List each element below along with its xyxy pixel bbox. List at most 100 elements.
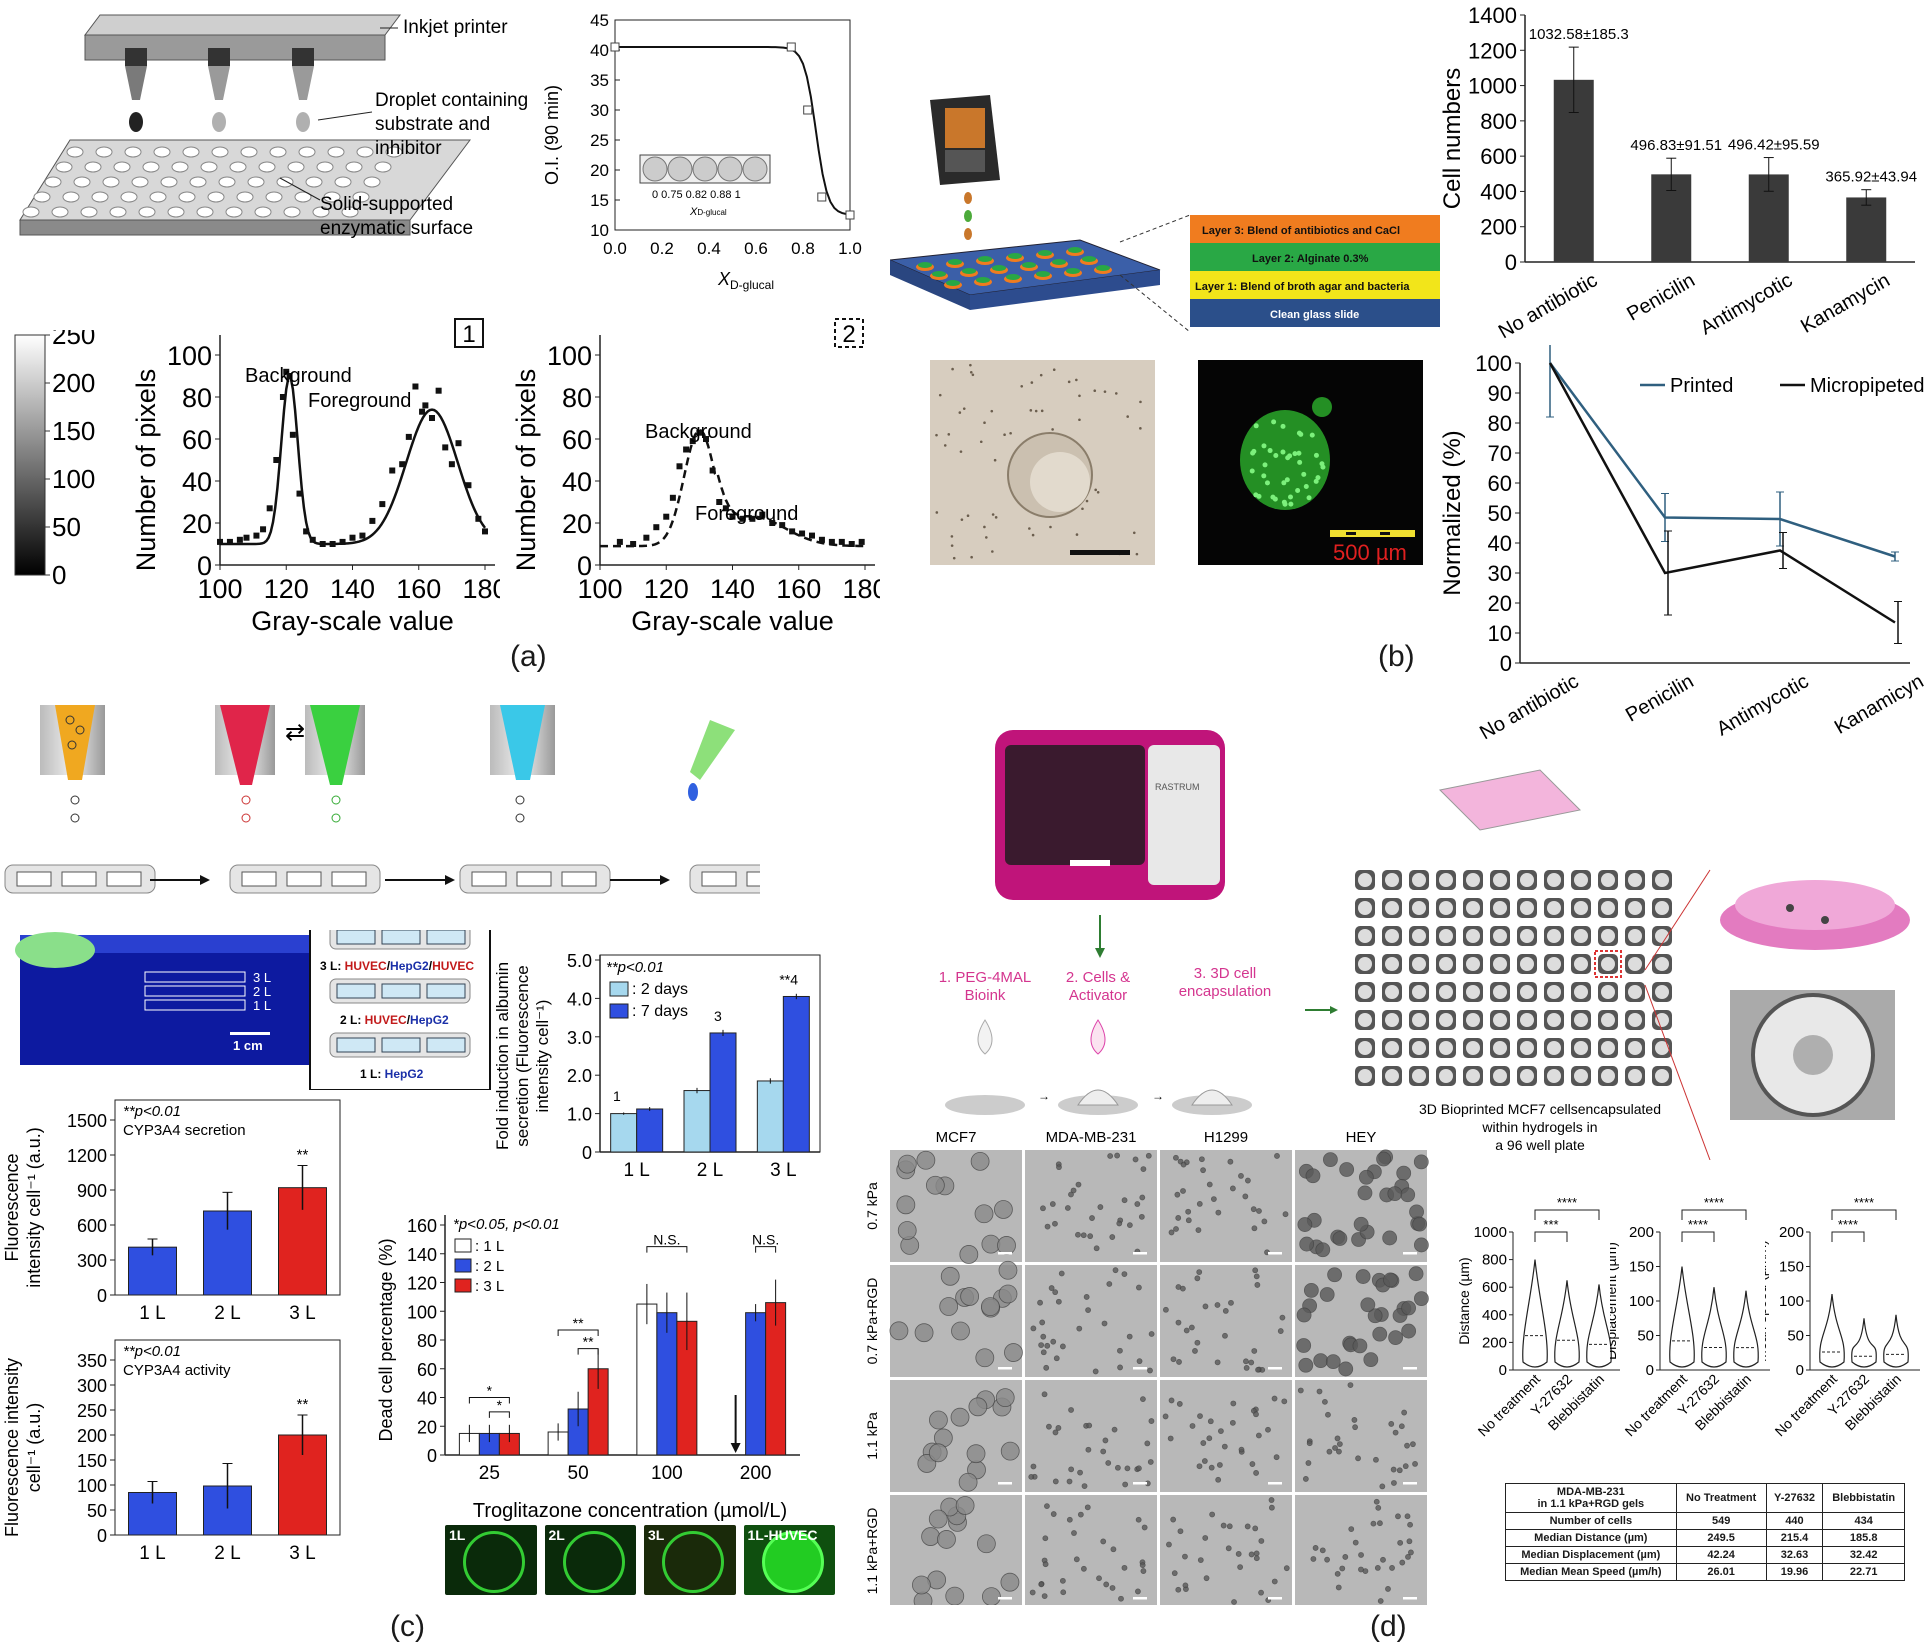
table-cell: 440 [1765,1512,1824,1530]
violin-ytick-label: 600 [1482,1279,1507,1296]
micrograph-cell [1258,1538,1265,1544]
plate-well-center [1574,1013,1588,1027]
cbar-category-label: 1 L [139,1543,165,1564]
oi-xtick-label: 0.4 [697,239,721,258]
cbar-sig: ** [297,1147,309,1164]
table-cell: 434 [1822,1512,1905,1530]
plate-well-center [1601,929,1615,943]
micrograph-cell [1121,1271,1128,1278]
micrograph-cell [1145,1152,1152,1159]
micrograph-cell [1258,1589,1264,1596]
hist-data-point [683,446,690,453]
fluorescence-image-label: 1L-HUVEC [747,1527,818,1543]
droplet-label-3: inhibitor [375,138,442,159]
hist-data-point [759,511,766,518]
surface-well [80,206,98,218]
micrograph-cell [1388,1330,1404,1345]
micrograph-cell [1071,1530,1077,1536]
micrograph-cell [1073,1556,1080,1563]
plate-well-center [1412,929,1426,943]
fl-cell [1298,431,1304,437]
micrograph-cell [1347,1382,1354,1388]
micrograph-cell [1040,1349,1047,1356]
micrograph-cell [1373,1498,1380,1505]
micrograph-cell [958,1472,978,1492]
micrograph-cell [980,1297,1000,1317]
micrograph-cell [1363,1352,1379,1368]
micrograph-cell [1379,1483,1386,1490]
violin-1 [1851,1318,1877,1368]
plate-well-center [1385,1013,1399,1027]
legend-substrate-well [381,930,421,945]
hist-data-point [319,541,326,547]
micrograph-cell [1200,1167,1206,1174]
micrograph-cell [1302,1476,1309,1482]
fl-cell [1256,493,1262,499]
table-cell: 19.96 [1765,1563,1824,1581]
plate-well-center [1655,1013,1669,1027]
micrograph-cell [1283,1565,1290,1572]
micrograph-cell [1182,1582,1189,1589]
micrograph-cell [1409,1204,1424,1220]
chip-label-2l: 2 L [253,984,271,999]
micrograph-cell [1139,1194,1146,1201]
alb-bar-label: **4 [779,971,798,987]
micrograph-cell [1256,1208,1262,1214]
micrograph-cell [1342,1554,1349,1560]
micrograph-cell [1081,1483,1088,1489]
plate-well-center [1655,929,1669,943]
plate-well-center [1412,1041,1426,1055]
surface-well [113,161,131,173]
bf-speck [935,433,938,437]
micrograph-cell [1282,1211,1289,1218]
surface-well [149,191,167,203]
alb-bar [610,1113,638,1153]
bf-speck [983,525,986,529]
cbar-ytick-label: 900 [77,1181,107,1201]
micrograph-cell [1173,1154,1179,1161]
plate-well-center [1520,1013,1534,1027]
violin-2 [1733,1290,1759,1368]
fl-cell [1315,475,1321,481]
micrograph-cell [1116,1220,1123,1227]
bf-speck [1094,488,1097,492]
micrograph-cell [1068,1466,1075,1473]
micrograph-cell [1255,1366,1261,1373]
violin-ylabel: Mean speed (µm/h) [1765,1240,1769,1362]
fl-cell [1264,480,1270,486]
micro-col-label: MDA-MB-231 [1046,1129,1137,1146]
line-ylabel: Normalized (%) [1440,430,1466,595]
table-cell: 26.01 [1675,1563,1767,1581]
plate-well-center [1385,929,1399,943]
micrograph-cell [1376,1151,1391,1167]
plate-well-center [1574,985,1588,999]
micrograph-cell [1407,1521,1413,1528]
plate-well-center [1439,957,1453,971]
hist-ytick-label: 40 [182,467,212,497]
micrograph-cell [1126,1222,1133,1229]
bf-speck [938,393,942,397]
oi-ytick-label: 25 [590,131,609,150]
hist-annotation-foreground: Foreground [695,503,798,525]
micrograph-cell [1222,1332,1228,1339]
bf-speck [1132,531,1136,535]
plate-well-center [1358,1069,1372,1083]
micrograph-cell [1085,1446,1092,1453]
legend-substrate-well [336,930,376,945]
micrograph-cell [1175,1319,1182,1326]
micrograph-cell [1134,1201,1141,1207]
micrograph-cell [1334,1570,1341,1577]
micrograph-cell [1319,1287,1335,1302]
surface-well [225,206,243,218]
line-ytick-label: 20 [1488,591,1512,616]
surface-well [182,146,200,158]
surface-well [345,161,363,173]
line-series-0 [1548,362,1896,558]
bf-speck [993,458,997,462]
fl-cell [1273,452,1279,458]
surface-well [167,206,185,218]
bf-speck [979,440,983,444]
hist-data-point [663,513,670,520]
micrograph-cell [1389,1565,1395,1571]
